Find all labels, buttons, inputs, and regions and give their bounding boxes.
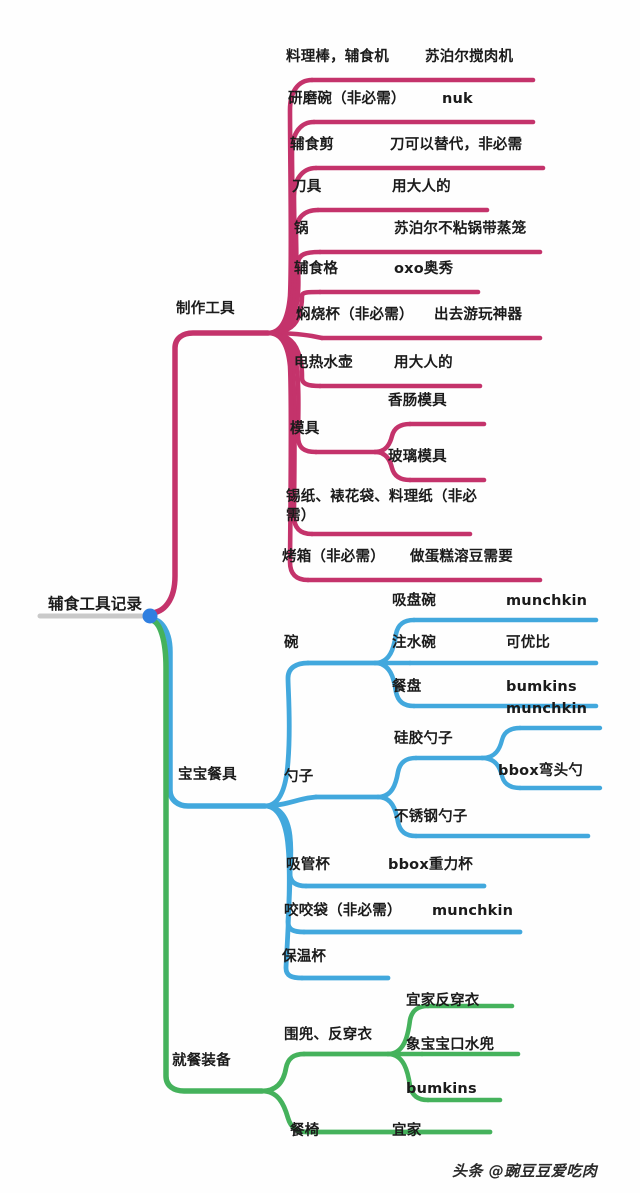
node-food-tray[interactable]: 辅食格 [294, 261, 339, 277]
node-food-scissors-note[interactable]: 刀可以替代，非必需 [390, 137, 523, 153]
node-glass-mold[interactable]: 玻璃模具 [388, 449, 447, 465]
pink-rib-7 [265, 330, 325, 341]
node-blender-brand[interactable]: 苏泊尔搅肉机 [425, 49, 514, 65]
node-bib-smock[interactable]: 围兜、反穿衣 [284, 1027, 373, 1043]
node-straw-cup-brand[interactable]: bbox重力杯 [388, 857, 473, 873]
root-node-label[interactable]: 辅食工具记录 [48, 595, 143, 613]
node-oven[interactable]: 烤箱（非必需） [282, 549, 385, 565]
node-food-tray-brand[interactable]: oxo奥秀 [394, 261, 454, 277]
node-steel-spoon[interactable]: 不锈钢勺子 [394, 809, 468, 825]
node-foil-piping-bag-paper[interactable]: 锡纸、裱花袋、料理纸（非必需） [286, 489, 478, 524]
node-blender[interactable]: 料理棒，辅食机 [286, 49, 389, 65]
root-dot [142, 608, 158, 624]
node-teether-bag-brand[interactable]: munchkin [432, 903, 514, 919]
node-bumkins-bib[interactable]: bumkins [406, 1081, 477, 1097]
node-spoon[interactable]: 勺子 [284, 769, 314, 785]
green-rib-bib [259, 1051, 307, 1094]
node-kettle-note[interactable]: 用大人的 [394, 355, 453, 371]
node-pot-brand[interactable]: 苏泊尔不粘锅带蒸笼 [394, 221, 527, 237]
node-water-bowl-brand[interactable]: 可优比 [506, 635, 551, 651]
node-food-scissors[interactable]: 辅食剪 [290, 137, 335, 153]
node-thermal-cup[interactable]: 焖烧杯（非必需） [296, 307, 414, 323]
node-pot[interactable]: 锅 [294, 221, 309, 237]
blue-rib-spoon [262, 794, 319, 809]
node-knife[interactable]: 刀具 [292, 179, 322, 195]
node-silicone-spoon-brand-1[interactable]: munchkin [506, 701, 588, 717]
branch-label-production-tools[interactable]: 制作工具 [176, 301, 235, 317]
branch-label-dining-gear[interactable]: 就餐装备 [172, 1053, 231, 1069]
node-grinding-bowl-brand[interactable]: nuk [442, 91, 473, 107]
pink-trunk [147, 330, 271, 616]
watermark-text: 头条 @豌豆豆爱吃肉 [452, 1162, 598, 1180]
blue-rib-spoon-1a [479, 725, 523, 761]
node-suction-bowl[interactable]: 吸盘碗 [392, 593, 437, 609]
node-plate-brand[interactable]: bumkins [506, 679, 577, 695]
node-silicone-spoon[interactable]: 硅胶勺子 [394, 731, 453, 747]
node-teether-bag[interactable]: 咬咬袋（非必需） [284, 903, 402, 919]
blue-rib-spoon-1 [375, 755, 419, 800]
node-sausage-mold[interactable]: 香肠模具 [388, 393, 447, 409]
node-thermos-cup[interactable]: 保温杯 [282, 949, 327, 965]
node-plate[interactable]: 餐盘 [392, 679, 422, 695]
node-oven-note[interactable]: 做蛋糕溶豆需要 [410, 549, 513, 565]
node-water-bowl[interactable]: 注水碗 [392, 635, 437, 651]
node-high-chair[interactable]: 餐椅 [290, 1123, 320, 1139]
node-straw-cup[interactable]: 吸管杯 [286, 857, 331, 873]
node-kettle[interactable]: 电热水壶 [294, 355, 353, 371]
pink-rib-1 [265, 77, 315, 336]
node-ikea-smock[interactable]: 宜家反穿衣 [406, 993, 480, 1009]
node-mold[interactable]: 模具 [290, 421, 320, 437]
node-bowl[interactable]: 碗 [284, 635, 299, 651]
node-thermal-cup-note[interactable]: 出去游玩神器 [434, 307, 523, 323]
node-elephant-bib[interactable]: 象宝宝口水兜 [406, 1037, 495, 1053]
green-trunk [147, 617, 265, 1094]
node-suction-bowl-brand[interactable]: munchkin [506, 593, 588, 609]
branch-label-baby-tableware[interactable]: 宝宝餐具 [178, 767, 237, 783]
node-knife-note[interactable]: 用大人的 [392, 179, 451, 195]
node-silicone-spoon-brand-2[interactable]: bbox弯头勺 [498, 763, 583, 779]
node-high-chair-brand[interactable]: 宜家 [392, 1123, 422, 1139]
node-grinding-bowl[interactable]: 研磨碗（非必需） [288, 91, 406, 107]
